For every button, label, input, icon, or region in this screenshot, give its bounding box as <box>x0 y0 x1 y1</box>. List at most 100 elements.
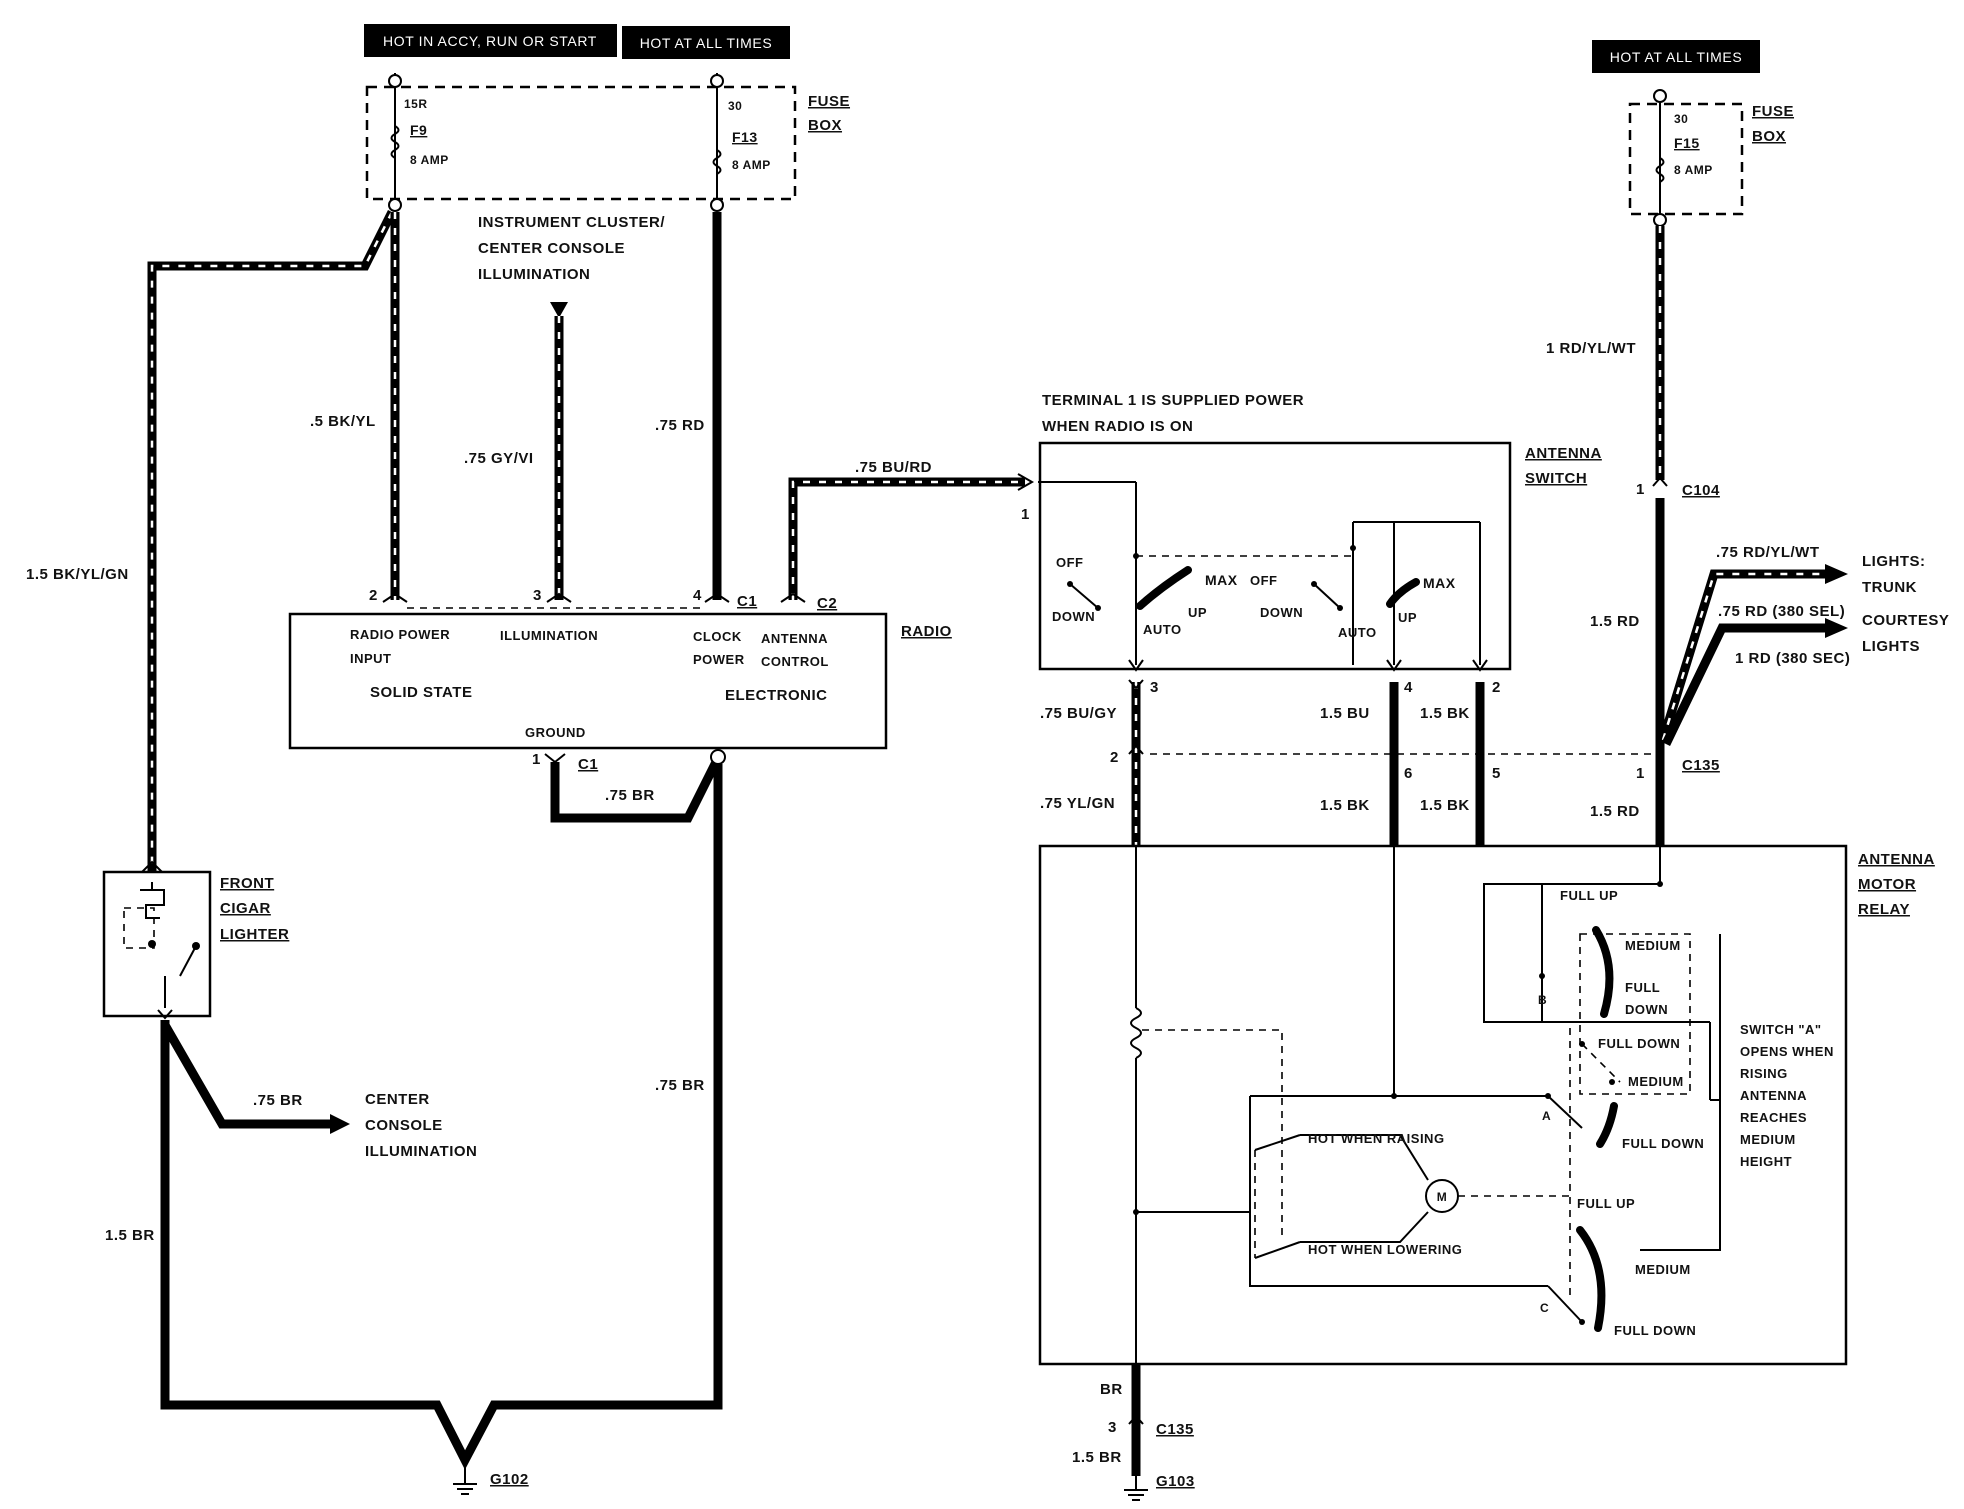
svg-text:CENTER: CENTER <box>365 1091 430 1108</box>
svg-text:TRUNK: TRUNK <box>1862 579 1917 596</box>
wire-gy-vi: .75 GY/VI <box>464 316 564 600</box>
svg-text:FULL DOWN: FULL DOWN <box>1614 1323 1696 1338</box>
svg-text:FULL UP: FULL UP <box>1577 1196 1635 1211</box>
svg-text:CLOCK: CLOCK <box>693 629 742 644</box>
svg-text:UP: UP <box>1188 605 1207 620</box>
svg-text:SWITCH "A": SWITCH "A" <box>1740 1022 1822 1037</box>
svg-text:1 RD (380 SEC): 1 RD (380 SEC) <box>1735 650 1850 667</box>
svg-text:1.5 BK: 1.5 BK <box>1320 797 1370 814</box>
svg-text:TERMINAL 1 IS SUPPLIED POWER: TERMINAL 1 IS SUPPLIED POWER <box>1042 392 1304 409</box>
svg-text:.5 BK/YL: .5 BK/YL <box>310 413 376 430</box>
svg-text:FRONT: FRONT <box>220 875 274 892</box>
svg-text:C: C <box>1540 1301 1549 1315</box>
svg-text:AUTO: AUTO <box>1338 625 1377 640</box>
svg-text:C1: C1 <box>737 593 757 610</box>
svg-text:FUSE: FUSE <box>1752 103 1794 120</box>
svg-text:C104: C104 <box>1682 482 1720 499</box>
svg-text:C2: C2 <box>817 595 837 612</box>
svg-text:1: 1 <box>1021 506 1030 523</box>
svg-text:G102: G102 <box>490 1471 529 1488</box>
svg-text:4: 4 <box>693 587 702 604</box>
svg-text:AUTO: AUTO <box>1143 622 1182 637</box>
svg-text:3: 3 <box>1108 1419 1117 1436</box>
svg-text:G103: G103 <box>1156 1473 1195 1490</box>
svg-text:3: 3 <box>533 587 542 604</box>
svg-text:4: 4 <box>1404 679 1413 696</box>
svg-text:LIGHTS: LIGHTS <box>1862 638 1920 655</box>
svg-text:WHEN RADIO IS ON: WHEN RADIO IS ON <box>1042 418 1193 435</box>
svg-text:.75 BR: .75 BR <box>605 787 655 804</box>
svg-text:.75 RD (380 SEL): .75 RD (380 SEL) <box>1718 603 1845 620</box>
svg-text:FUSE: FUSE <box>808 93 850 110</box>
svg-text:CONSOLE: CONSOLE <box>365 1117 443 1134</box>
svg-text:OFF: OFF <box>1250 573 1278 588</box>
svg-text:ELECTRONIC: ELECTRONIC <box>725 687 828 704</box>
wire-bk-yl-gn: 1.5 BK/YL/GN <box>26 209 397 872</box>
svg-text:CIGAR: CIGAR <box>220 900 271 917</box>
svg-text:SOLID STATE: SOLID STATE <box>370 684 472 701</box>
wire-bk-yl: .5 BK/YL <box>310 212 400 600</box>
fuse-box-left: 15R F9 8 AMP 30 F13 8 AMP FUSE BOX <box>365 73 850 212</box>
svg-text:ANTENNA: ANTENNA <box>761 631 828 646</box>
svg-text:MAX: MAX <box>1205 572 1238 588</box>
svg-text:MEDIUM: MEDIUM <box>1635 1262 1691 1277</box>
svg-text:.75 BU/RD: .75 BU/RD <box>855 459 932 476</box>
svg-text:ILLUMINATION: ILLUMINATION <box>500 628 598 643</box>
power-tag-all-times-right: HOT AT ALL TIMES <box>1592 40 1760 73</box>
svg-text:BR: BR <box>1100 1381 1123 1398</box>
svg-text:CENTER CONSOLE: CENTER CONSOLE <box>478 240 625 257</box>
svg-text:DOWN: DOWN <box>1052 609 1095 624</box>
svg-text:.75 BR: .75 BR <box>253 1092 303 1109</box>
svg-text:ANTENNA: ANTENNA <box>1525 445 1602 462</box>
svg-text:2: 2 <box>1492 679 1501 696</box>
svg-text:CONTROL: CONTROL <box>761 654 829 669</box>
svg-text:A: A <box>1542 1109 1551 1123</box>
svg-text:RISING: RISING <box>1740 1066 1788 1081</box>
svg-text:6: 6 <box>1404 765 1413 782</box>
svg-text:HOT WHEN RAISING: HOT WHEN RAISING <box>1308 1131 1445 1146</box>
svg-text:ILLUMINATION: ILLUMINATION <box>365 1143 477 1160</box>
svg-text:1 RD/YL/WT: 1 RD/YL/WT <box>1546 340 1636 357</box>
svg-text:30: 30 <box>728 99 742 113</box>
ground-g103: G103 <box>1124 1473 1195 1501</box>
svg-text:HOT AT ALL TIMES: HOT AT ALL TIMES <box>1610 49 1743 65</box>
svg-text:.75 RD: .75 RD <box>655 417 705 434</box>
svg-text:FULL DOWN: FULL DOWN <box>1598 1036 1680 1051</box>
svg-text:1.5 BR: 1.5 BR <box>1072 1449 1122 1466</box>
svg-text:F15: F15 <box>1674 135 1700 151</box>
power-tag-accy: HOT IN ACCY, RUN OR START <box>364 24 617 57</box>
wire-bu-bk-1: 4 1.5 BU 6 1.5 BK <box>1320 679 1413 846</box>
antenna-switch: TERMINAL 1 IS SUPPLIED POWER WHEN RADIO … <box>1021 392 1602 672</box>
svg-text:1: 1 <box>1636 765 1645 782</box>
svg-text:8 AMP: 8 AMP <box>1674 163 1713 177</box>
svg-text:1: 1 <box>1636 481 1645 498</box>
svg-text:ANTENNA: ANTENNA <box>1858 851 1935 868</box>
svg-text:15R: 15R <box>404 97 428 111</box>
svg-text:B: B <box>1538 993 1547 1007</box>
svg-text:REACHES: REACHES <box>1740 1110 1807 1125</box>
wire-trunk-lights: .75 RD/YL/WT LIGHTS: TRUNK <box>1658 544 1926 742</box>
svg-text:DOWN: DOWN <box>1260 605 1303 620</box>
svg-text:LIGHTS:: LIGHTS: <box>1862 553 1926 570</box>
wire-rd-75: .75 RD <box>655 212 722 600</box>
svg-text:F13: F13 <box>732 129 758 145</box>
svg-text:COURTESY: COURTESY <box>1862 612 1949 629</box>
svg-text:F9: F9 <box>410 122 427 138</box>
wire-bu-rd: .75 BU/RD <box>788 459 1035 600</box>
svg-text:OFF: OFF <box>1056 555 1084 570</box>
svg-text:FULL DOWN: FULL DOWN <box>1622 1136 1704 1151</box>
svg-text:RELAY: RELAY <box>1858 901 1910 918</box>
svg-text:ILLUMINATION: ILLUMINATION <box>478 266 590 283</box>
svg-text:DOWN: DOWN <box>1625 1002 1668 1017</box>
svg-text:MEDIUM: MEDIUM <box>1628 1074 1684 1089</box>
svg-text:UP: UP <box>1398 610 1417 625</box>
fuse-box-right: 30 F15 8 AMP FUSE BOX <box>1628 89 1794 227</box>
svg-text:BOX: BOX <box>808 117 842 134</box>
svg-text:1.5 RD: 1.5 RD <box>1590 613 1640 630</box>
svg-text:2: 2 <box>369 587 378 604</box>
svg-text:C1: C1 <box>578 756 598 773</box>
svg-text:MEDIUM: MEDIUM <box>1740 1132 1796 1147</box>
svg-text:POWER: POWER <box>693 652 745 667</box>
wire-courtesy-lights: .75 RD (380 SEL) 1 RD (380 SEC) COURTESY… <box>1661 603 1949 746</box>
